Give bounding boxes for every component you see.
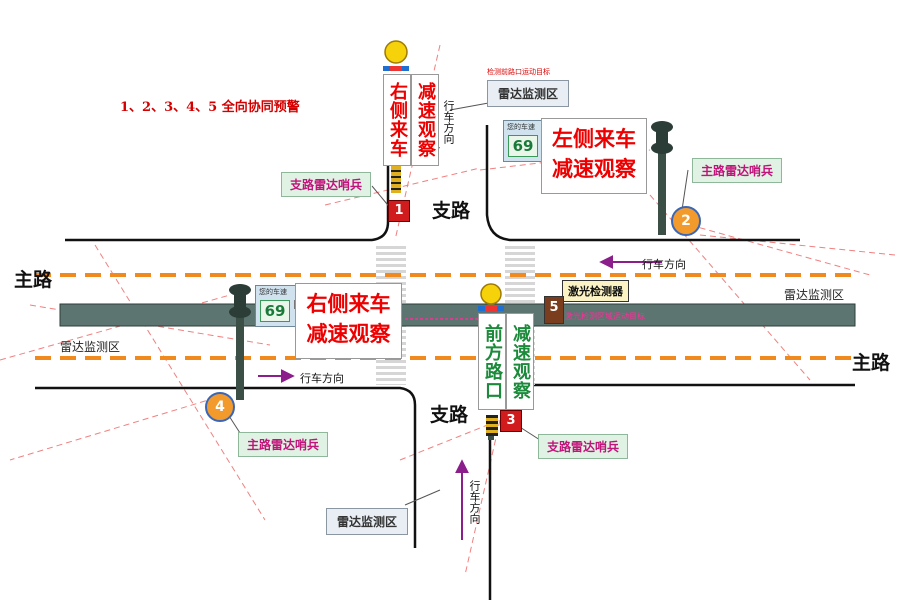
- speed-value: 69: [508, 135, 538, 157]
- left-main-sign: 右侧来车 减速观察: [295, 283, 402, 359]
- left-main-sign-line1: 右侧来车: [306, 291, 391, 316]
- main-road-label-left: 主路: [14, 269, 53, 291]
- radar-zone-right: 雷达监测区: [784, 288, 845, 302]
- radar-zone-left: 雷达监测区: [60, 340, 121, 354]
- bottom-warning-intersection-ahead: 前方路口: [478, 313, 506, 410]
- direction-label-right: 行车方向: [642, 258, 686, 271]
- radar-zone-bottom: 雷达监测区: [326, 508, 409, 535]
- branch-road-label-bottom: 支路: [430, 404, 469, 426]
- radar-zone-top: 雷达监测区: [487, 80, 570, 107]
- branch-radar-sentinel-bottom: 支路雷达哨兵: [538, 434, 629, 459]
- top-warning-slow-down: 减速观察: [411, 74, 439, 166]
- top-warning-right-side-car: 右侧来车: [383, 74, 411, 166]
- diagram-title: 1、2、3、4、5 全向协同预警: [120, 100, 300, 115]
- lane-dashes: [35, 273, 855, 360]
- speed-caption: 您的车速: [259, 288, 287, 296]
- sentinel-badge-2: 2: [671, 206, 701, 236]
- branch-radar-sentinel-top: 支路雷达哨兵: [281, 172, 372, 197]
- right-main-sign: 左侧来车 减速观察: [541, 118, 647, 194]
- right-main-sign-line2: 减速观察: [552, 156, 636, 181]
- right-main-sign-line1: 左侧来车: [552, 126, 636, 151]
- sentinel-badge-1: 1: [388, 200, 410, 222]
- laser-badge-5: 5: [544, 296, 564, 324]
- laser-badge-5-number: 5: [549, 300, 559, 315]
- direction-label-bottom: 行车方向: [468, 480, 481, 524]
- sentinel-badge-4: 4: [205, 392, 235, 422]
- left-main-sign-line2: 减速观察: [306, 321, 391, 346]
- direction-label-top: 行车方向: [442, 100, 455, 144]
- speed-value: 69: [260, 300, 290, 322]
- branch-road-label-top: 支路: [432, 200, 471, 222]
- sentinel-badge-3: 3: [500, 410, 522, 432]
- main-radar-sentinel-left: 主路雷达哨兵: [238, 432, 329, 457]
- bottom-warning-slow-down: 减速观察: [506, 313, 534, 410]
- laser-detector-label: 激光检测器: [562, 280, 629, 302]
- front-crossing-note: 检测前路口运动目标: [487, 68, 550, 76]
- direction-label-left: 行车方向: [300, 372, 344, 385]
- main-road-label-right: 主路: [852, 352, 891, 374]
- laser-zone-note: 激光检测区域运动目标: [565, 312, 645, 321]
- main-radar-sentinel-right: 主路雷达哨兵: [692, 158, 783, 183]
- speed-caption: 您的车速: [507, 123, 535, 131]
